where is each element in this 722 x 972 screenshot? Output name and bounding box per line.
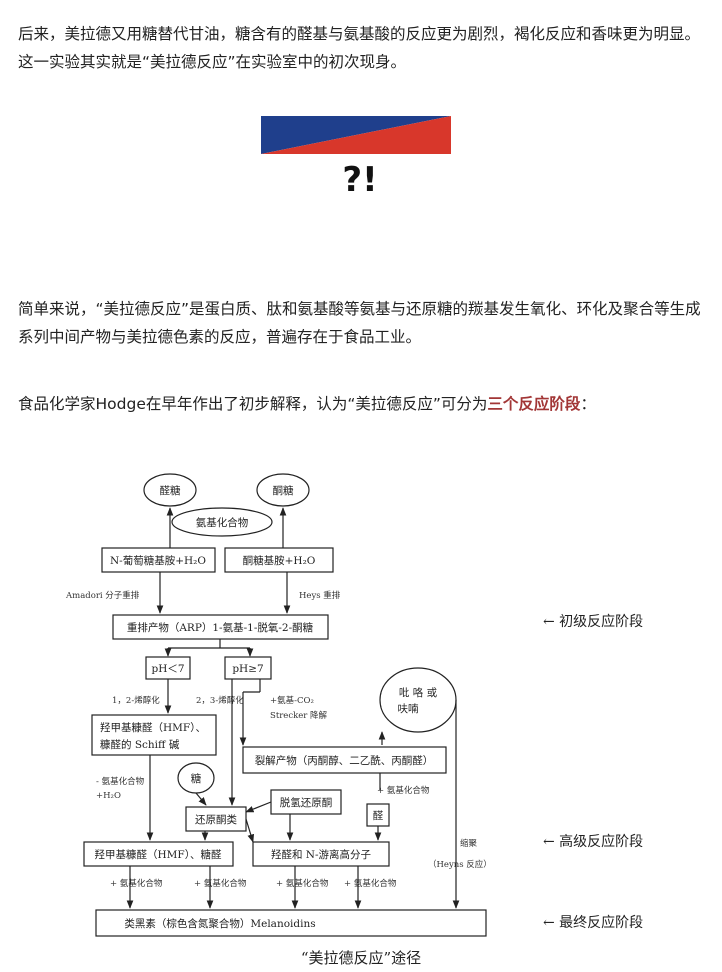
arp-label: 重排产物（ARP）1-氨基-1-脱氧-2-酮糖 — [127, 621, 314, 634]
hmf-schiff-box — [91, 714, 217, 756]
paragraph-maillard-sugar: 后来，美拉德又用糖替代甘油，糖含有的醛基与氨基酸的反应更为剧烈，褐化反应和香味更… — [18, 25, 701, 71]
minus-amino-label: - 氨基化合物 — [96, 776, 145, 787]
plus-water-label: +H₂O — [96, 791, 121, 801]
melanoidins-label: 类黑素（棕色含氮聚合物）Melanoidins — [124, 917, 315, 930]
arrow-dehydro-to-reductone — [245, 801, 272, 813]
n-glucosylamine-box — [101, 547, 216, 573]
amino-compound-node — [171, 507, 273, 537]
pyrrole-label-b: 呋喃 — [398, 702, 419, 715]
aldol-polymer-label: 羟醛和 N-游离高分子 — [271, 848, 371, 861]
paragraph-definition: 简单来说，“美拉德反应”是蛋白质、肽和氨基酸等氨基与还原糖的羰基发生氧化、环化及… — [18, 300, 701, 346]
pyrrole-furan-node — [379, 667, 457, 733]
sugar-label: 糖 — [191, 772, 202, 785]
stage-initial: ← 初级反应阶段 — [543, 613, 643, 630]
hmf-schiff-label-b: 糠醛的 Schiff 碱 — [100, 738, 180, 751]
stage-final: ← 最终反应阶段 — [543, 914, 643, 931]
ketose-label: 酮糖 — [273, 484, 294, 497]
dehydro-reductone-label: 脱氢还原酮 — [280, 796, 333, 809]
hmf-aldehyde-box — [83, 841, 234, 867]
enolization-12-label: 1，2-烯醇化 — [112, 695, 160, 706]
pyrrole-label-a: 吡 咯 或 — [399, 687, 438, 699]
figure-caption: “美拉德反应”途径 — [300, 949, 422, 967]
paragraph-hodge: 食品化学家Hodge在早年作出了初步解释，认为“美拉德反应”可分为三个反应阶段： — [18, 390, 708, 418]
condense-label-a: 缩聚 — [460, 838, 478, 849]
amadori-label: Amadori 分子重排 — [65, 590, 140, 601]
interrobang-mark: ?! — [342, 160, 378, 200]
plus-amino-2: + 氨基化合物 — [194, 878, 247, 889]
strecker-label: Strecker 降解 — [270, 710, 328, 721]
aldehyde-label: 醛 — [373, 809, 384, 822]
hmf-aldehyde-label: 羟甲基糠醛（HMF）、糖醛 — [95, 848, 222, 861]
plus-amino-cleavage-label: + 氨基化合物 — [377, 785, 430, 796]
aldose-label: 醛糖 — [160, 484, 181, 497]
hodge-text: 食品化学家Hodge在早年作出了初步解释，认为“美拉德反应”可分为 — [18, 395, 488, 413]
reductone-box — [185, 806, 247, 832]
banner-graphic — [261, 116, 451, 154]
heys-label: Heys 重排 — [299, 590, 341, 601]
banner-red — [261, 116, 451, 154]
plus-amino-1: + 氨基化合物 — [110, 878, 163, 889]
melanoidins-box — [95, 909, 487, 937]
hodge-colon: ： — [580, 395, 596, 413]
ketosylamine-box — [224, 547, 334, 573]
aldol-polymer-box — [252, 841, 390, 867]
three-stages-highlight: 三个反应阶段 — [487, 395, 581, 413]
ph-high-box — [224, 656, 272, 680]
plus-amino-3: + 氨基化合物 — [276, 878, 329, 889]
enolization-23-label: 2，3-烯醇化 — [196, 695, 244, 706]
n-glucosylamine-label: N-葡萄糖基胺+H₂O — [110, 554, 206, 567]
ph-low-label: pH＜7 — [151, 663, 184, 675]
ph-high-label: pH≥7 — [232, 663, 263, 675]
cleavage-box — [242, 746, 447, 774]
plus-amino-4: + 氨基化合物 — [344, 878, 397, 889]
reductone-label: 还原酮类 — [195, 813, 237, 826]
arp-box — [112, 614, 329, 640]
condense-label-b: （Heyns 反应） — [428, 859, 492, 870]
cleavage-label: 裂解产物（丙酮醇、二乙酰、丙酮醛） — [255, 754, 434, 767]
aldose-node — [143, 473, 197, 507]
amino-co2-label: +氨基-CO₂ — [270, 695, 314, 706]
maillard-pathway-diagram: 醛糖 酮糖 氨基化合物 N-葡萄糖基胺+H₂O 酮糖基胺+H₂O Amadori… — [65, 473, 643, 937]
ketosylamine-label: 酮糖基胺+H₂O — [243, 554, 316, 567]
dehydro-reductone-box — [270, 789, 342, 815]
arrow-sugar-to-reductone — [195, 792, 207, 806]
ketose-node — [256, 473, 310, 507]
amino-compound-label: 氨基化合物 — [196, 516, 249, 529]
arrow-reductone-to-aldol — [245, 818, 255, 843]
hmf-schiff-label-a: 羟甲基糠醛（HMF）、 — [100, 721, 206, 734]
stage-advanced: ← 高级反应阶段 — [543, 833, 643, 850]
